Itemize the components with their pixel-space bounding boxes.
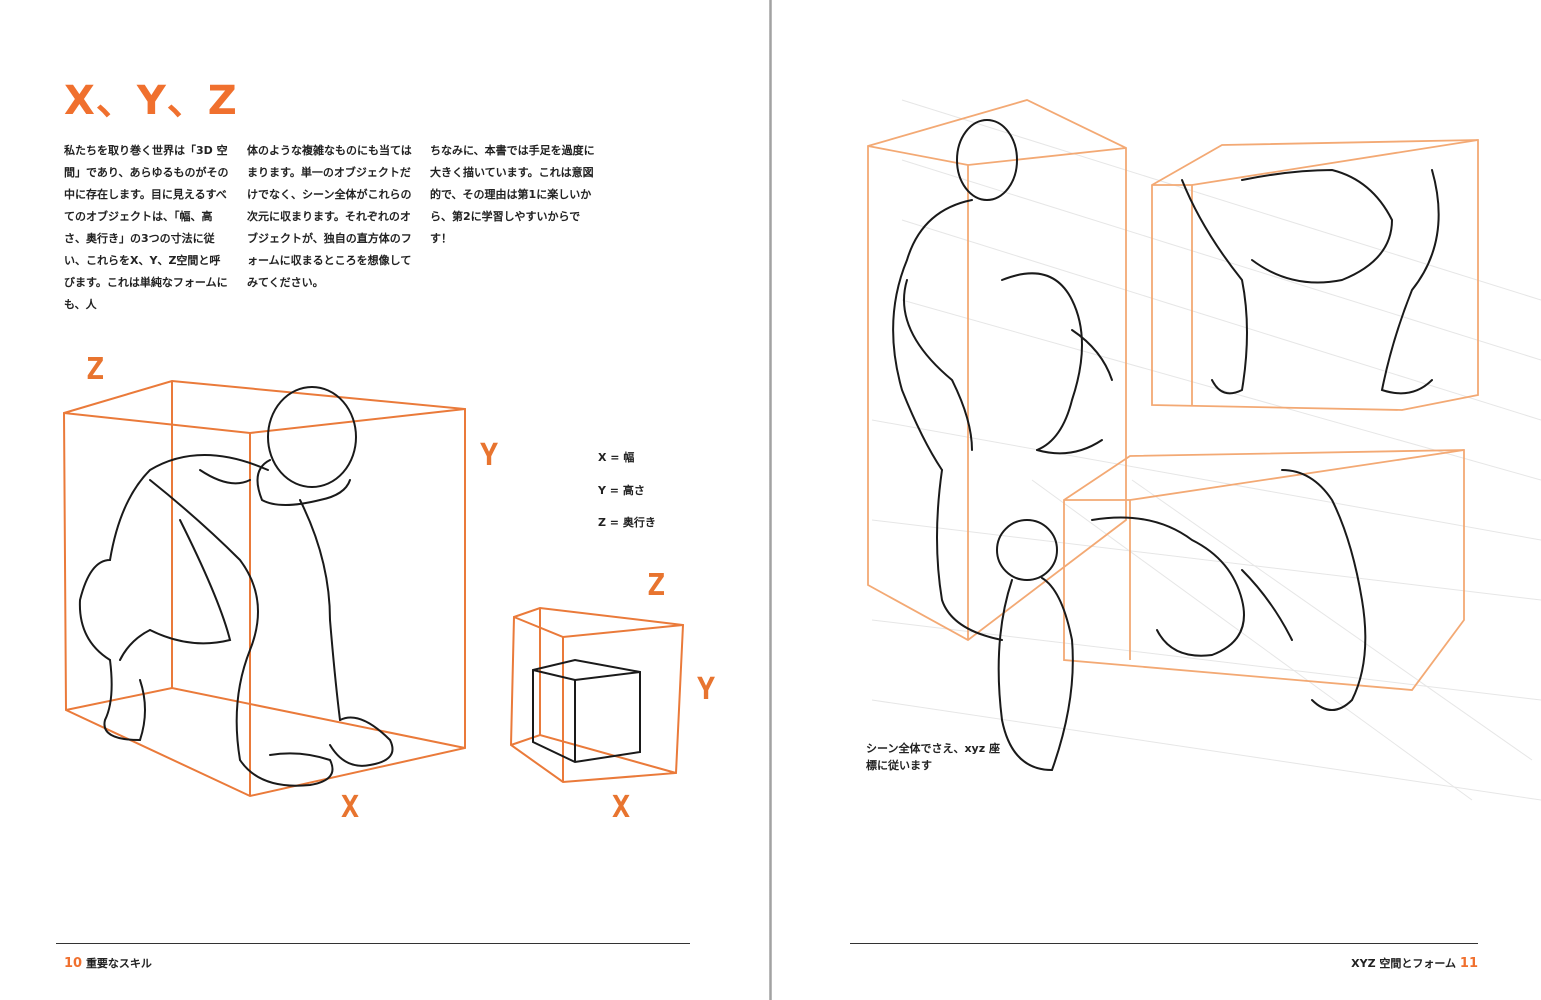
- body-text-column-3: ちなみに、本書では手足を過度に大きく描いています。これは意図的で、その理由は第1…: [430, 144, 595, 245]
- left-page: X、Y、Z 私たちを取り巻く世界は「3D 空間」であり、あらゆるものがその中に存…: [0, 0, 770, 1000]
- footer-rule-right: [850, 943, 1478, 944]
- section-name-right: XYZ 空間とフォーム: [1351, 957, 1457, 970]
- footer-rule-left: [56, 943, 690, 944]
- scene-figures-sketch: [892, 119, 1440, 772]
- axis-letter-y-large: Y: [480, 438, 499, 473]
- axis-letter-x-large: X: [341, 790, 360, 825]
- perspective-grid: [871, 99, 1541, 801]
- axis-letter-z-large: Z: [86, 352, 105, 387]
- right-illustration: [867, 99, 1541, 801]
- axis-letter-y-small: Y: [697, 672, 716, 707]
- page-title: X、Y、Z: [64, 78, 238, 124]
- footer-right: XYZ 空間とフォーム 11: [1312, 955, 1478, 971]
- left-illustration: [62, 379, 685, 798]
- section-name-left: 重要なスキル: [85, 957, 152, 970]
- book-spine: [769, 0, 772, 1000]
- large-bounding-box: [62, 379, 466, 798]
- legend-z: Z = 奥行き: [598, 516, 656, 529]
- figure-caption: シーン全体でさえ、xyz 座標に従います: [866, 742, 1000, 772]
- axis-letter-z-small: Z: [647, 568, 666, 603]
- footer-left: 10 重要なスキル: [64, 955, 152, 971]
- body-text-column-1: 私たちを取り巻く世界は「3D 空間」であり、あらゆるものがその中に存在します。目…: [64, 144, 229, 311]
- legend-x: X = 幅: [598, 451, 635, 464]
- small-bounding-box: [509, 606, 685, 784]
- body-text-column-2: 体のような複雑なものにも当てはまります。単一のオブジェクトだけでなく、シーン全体…: [247, 144, 412, 289]
- legend-y: Y = 高さ: [598, 484, 645, 497]
- axis-letter-x-small: X: [612, 790, 631, 825]
- page-number-right: 11: [1459, 956, 1478, 971]
- page-number-left: 10: [64, 956, 83, 971]
- figure-bounding-boxes: [867, 99, 1479, 691]
- right-page: シーン全体でさえ、xyz 座標に従います XYZ 空間とフォーム 11: [772, 0, 1541, 1000]
- inner-cube-sketch: [532, 658, 641, 764]
- crouching-figure-sketch: [78, 386, 394, 787]
